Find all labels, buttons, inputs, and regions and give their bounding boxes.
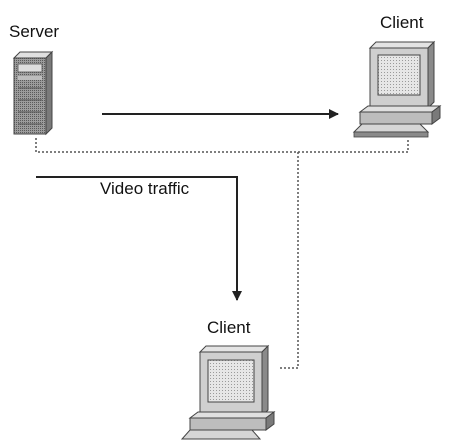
server-tower-icon [12, 50, 54, 136]
client-label-bottom: Client [207, 318, 251, 337]
server-label: Server [9, 22, 60, 41]
network-link-dotted [35, 138, 409, 369]
video-traffic-arrow [36, 176, 242, 301]
video-traffic-label: Video traffic [100, 179, 190, 198]
client-label-right: Client [380, 13, 424, 32]
desktop-computer-icon [180, 344, 276, 440]
desktop-computer-icon [352, 40, 442, 138]
